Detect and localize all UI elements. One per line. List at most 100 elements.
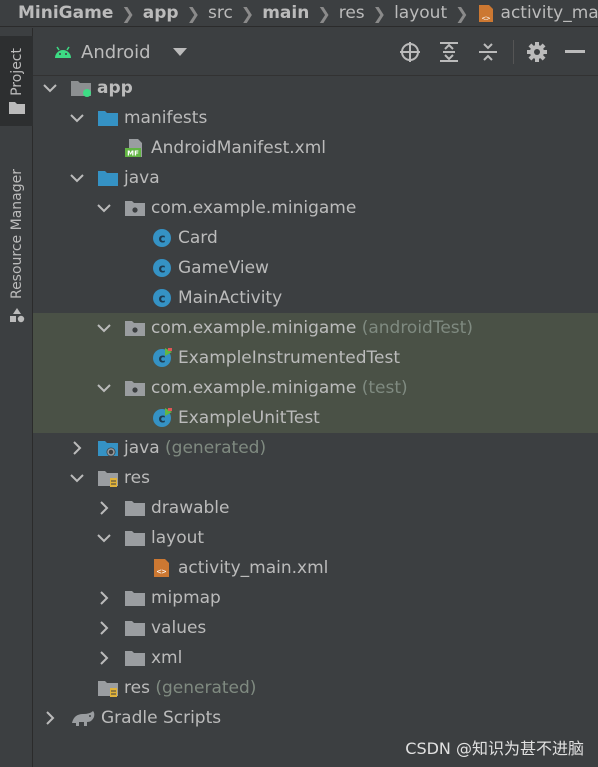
breadcrumb-item[interactable]: layout: [394, 3, 447, 23]
breadcrumb-item[interactable]: <>activity_main.xml: [477, 3, 598, 23]
left-tool-strip: Project Resource Manager: [0, 28, 33, 767]
tree-item[interactable]: com.example.minigame (androidTest): [33, 313, 598, 343]
tab-resource-manager[interactable]: Resource Manager: [0, 156, 33, 336]
tree-item-label: MainActivity: [178, 288, 282, 308]
tree-expander[interactable]: [97, 201, 111, 215]
tree-item-name: mipmap: [151, 588, 221, 608]
breadcrumb-item[interactable]: MiniGame: [18, 3, 113, 23]
resource-folder-icon: [97, 678, 119, 698]
tree-item[interactable]: c MainActivity: [33, 283, 598, 313]
tree-item[interactable]: res (generated): [33, 673, 598, 703]
chevron-down-icon: [70, 173, 84, 182]
collapse-all-button[interactable]: [476, 40, 500, 64]
tree-expander[interactable]: [97, 501, 111, 515]
tree-item[interactable]: com.example.minigame: [33, 193, 598, 223]
tree-item[interactable]: values: [33, 613, 598, 643]
tree-item-name: com.example.minigame: [151, 198, 357, 218]
tree-expander[interactable]: [70, 471, 84, 485]
tree-item[interactable]: <>activity_main.xml: [33, 553, 598, 583]
tab-project-label: Project: [8, 47, 25, 96]
tree-item-suffix: (androidTest): [361, 318, 473, 338]
project-panel-header: Android: [33, 28, 598, 76]
tree-item[interactable]: drawable: [33, 493, 598, 523]
tree-expander[interactable]: [97, 651, 111, 665]
tree-item[interactable]: Gradle Scripts: [33, 703, 598, 733]
tree-item-label: res: [124, 468, 150, 488]
tab-project[interactable]: Project: [0, 36, 33, 126]
breadcrumb-separator: ❯: [455, 3, 469, 23]
tree-item-name: xml: [151, 648, 183, 668]
breadcrumb-label: app: [142, 3, 179, 23]
xml-file-icon: <>: [151, 558, 173, 578]
tree-item[interactable]: mipmap: [33, 583, 598, 613]
class-icon: c: [151, 288, 173, 308]
folder-gray-icon: [124, 528, 146, 548]
tree-expander[interactable]: [97, 621, 111, 635]
folder-gray-icon: [124, 498, 146, 518]
watermark: CSDN @知识为甚不进脑: [405, 739, 584, 758]
tree-expander[interactable]: [70, 171, 84, 185]
tree-expander[interactable]: [43, 711, 57, 725]
breadcrumb-item[interactable]: main: [262, 3, 309, 23]
folder-icon: [8, 102, 25, 115]
breadcrumb-separator: ❯: [240, 3, 255, 23]
tree-expander[interactable]: [97, 321, 111, 335]
test-class-icon: c: [151, 348, 173, 368]
tree-item-label: res (generated): [124, 678, 256, 698]
tree-item[interactable]: layout: [33, 523, 598, 553]
class-icon: c: [151, 258, 173, 278]
view-selector-dropdown[interactable]: Android: [53, 39, 187, 65]
minimize-icon: [565, 50, 585, 53]
chevron-right-icon: [99, 621, 108, 635]
tree-item[interactable]: app: [33, 73, 598, 103]
tree-expander[interactable]: [70, 441, 84, 455]
breadcrumb-item[interactable]: app: [143, 3, 179, 23]
tree-item-suffix: (generated): [155, 678, 257, 698]
locate-button[interactable]: [398, 40, 422, 64]
settings-button[interactable]: [525, 40, 549, 64]
tree-item-label: java (generated): [124, 438, 266, 458]
svg-text:c: c: [158, 262, 165, 276]
tree-item-label: com.example.minigame (test): [151, 378, 408, 398]
tree-item-name: ExampleUnitTest: [178, 408, 320, 428]
expand-all-button[interactable]: [437, 40, 461, 64]
chevron-right-icon: [99, 651, 108, 665]
tree-item-name: GameView: [178, 258, 269, 278]
tree-item-name: drawable: [151, 498, 230, 518]
tree-item-label: Gradle Scripts: [101, 708, 221, 728]
tree-expander[interactable]: [70, 111, 84, 125]
tree-item-name: manifests: [124, 108, 208, 128]
tree-item[interactable]: java (generated): [33, 433, 598, 463]
tree-item[interactable]: c GameView: [33, 253, 598, 283]
tree-expander[interactable]: [43, 81, 57, 95]
breadcrumb-item[interactable]: src: [208, 3, 233, 23]
minimize-button[interactable]: [563, 40, 587, 64]
tree-expander[interactable]: [97, 591, 111, 605]
module-folder-icon: [70, 78, 92, 98]
tree-item-label: java: [124, 168, 160, 188]
tree-item-label: com.example.minigame: [151, 198, 356, 218]
svg-text:c: c: [158, 352, 165, 366]
tree-item-label: xml: [151, 648, 182, 668]
manifest-file-icon: MF: [124, 138, 146, 158]
breadcrumb-item[interactable]: res: [339, 3, 365, 23]
android-icon: [55, 46, 71, 58]
tree-expander[interactable]: [97, 531, 111, 545]
tree-item[interactable]: com.example.minigame (test): [33, 373, 598, 403]
tree-item[interactable]: java: [33, 163, 598, 193]
tree-item-label: drawable: [151, 498, 230, 518]
svg-text:c: c: [158, 292, 165, 306]
tree-item[interactable]: res: [33, 463, 598, 493]
package-icon: [124, 318, 146, 338]
tree-expander[interactable]: [97, 381, 111, 395]
tree-item[interactable]: manifests: [33, 103, 598, 133]
tree-item[interactable]: xml: [33, 643, 598, 673]
class-icon: c: [151, 228, 173, 248]
tree-item-label: layout: [151, 528, 204, 548]
tree-item-name: activity_main.xml: [178, 558, 329, 578]
